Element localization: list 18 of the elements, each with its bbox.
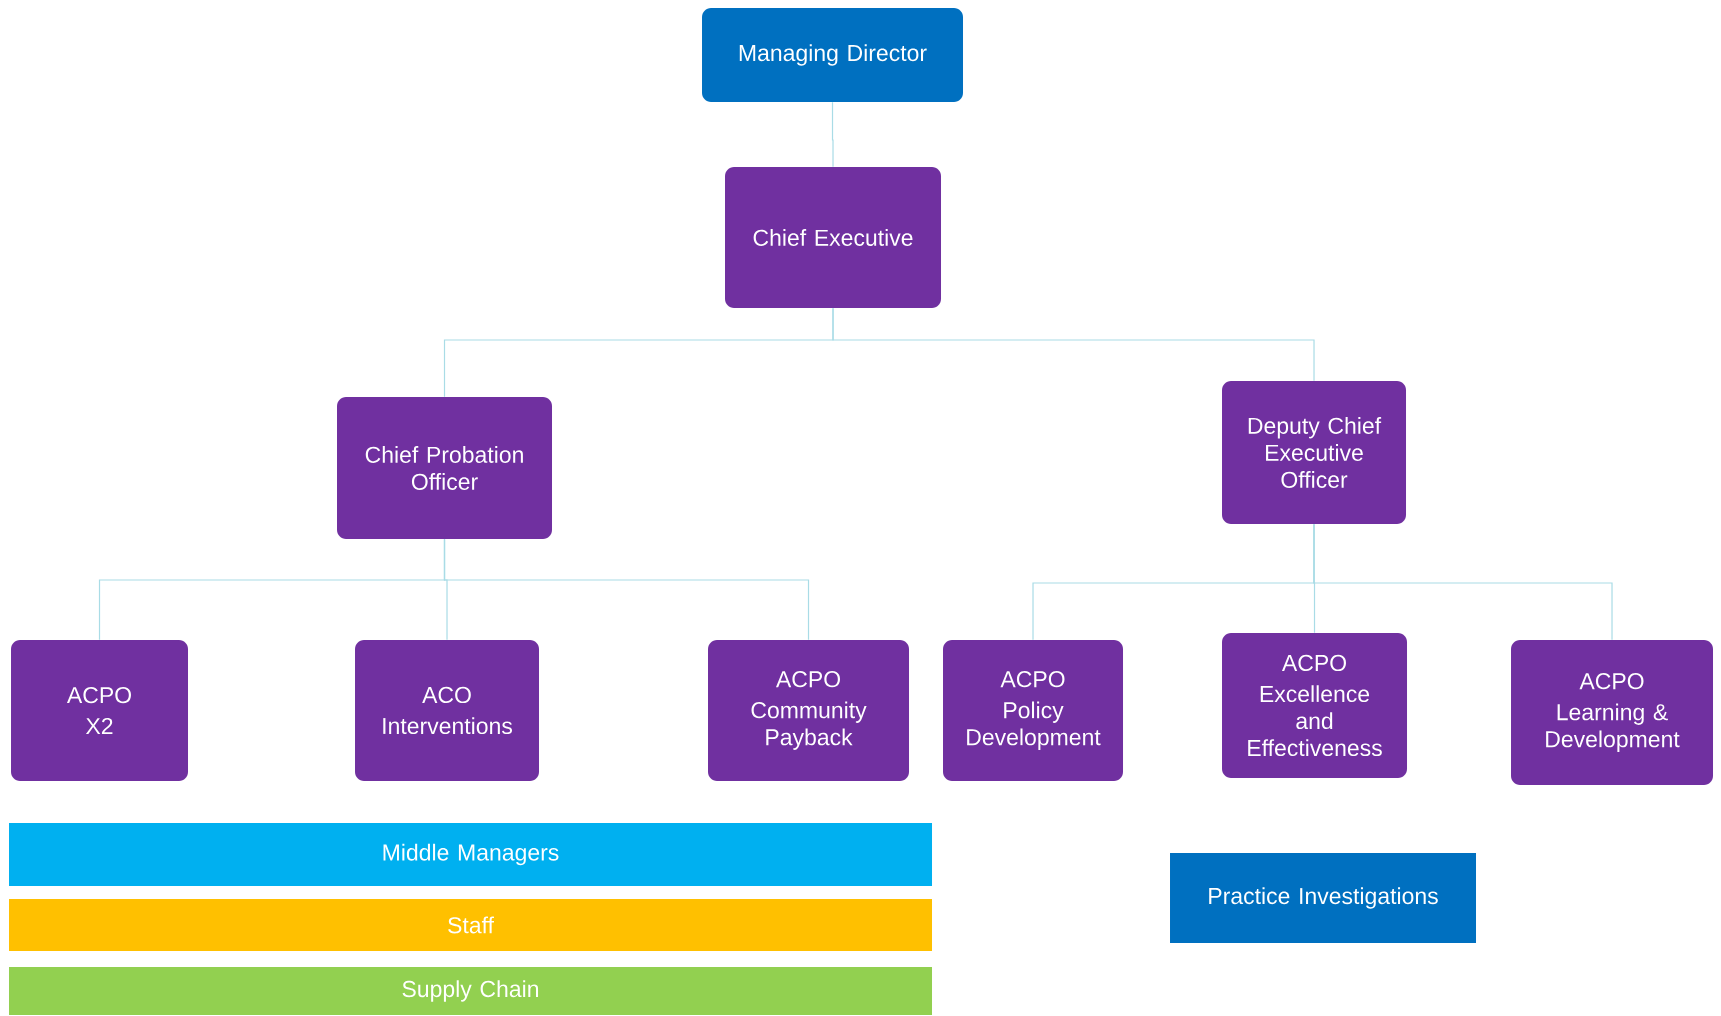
role-box: ACPO Excellence and Effectiveness bbox=[1222, 633, 1407, 778]
role-box: ACO Interventions bbox=[355, 640, 539, 781]
role-box: ACPO X2 bbox=[11, 640, 188, 781]
connector-line bbox=[831, 101, 834, 168]
connector-line bbox=[1313, 523, 1613, 641]
connector-line bbox=[832, 307, 1315, 382]
role-box: Deputy Chief Executive Officer bbox=[1222, 381, 1406, 524]
role-box: ACPO Policy Development bbox=[943, 640, 1123, 781]
role-box: ACPO Learning & Development bbox=[1511, 640, 1713, 785]
practice-box: Practice Investigations bbox=[1170, 853, 1476, 943]
connector-line bbox=[443, 538, 810, 641]
level-band: Supply Chain bbox=[9, 967, 932, 1015]
role-box: Chief Probation Officer bbox=[337, 397, 552, 539]
level-band: Staff bbox=[9, 899, 932, 951]
role-box: Managing Director bbox=[702, 8, 963, 102]
role-box: Chief Executive bbox=[725, 167, 941, 308]
role-box: ACPO Community Payback bbox=[708, 640, 909, 781]
level-band: Middle Managers bbox=[9, 823, 932, 886]
